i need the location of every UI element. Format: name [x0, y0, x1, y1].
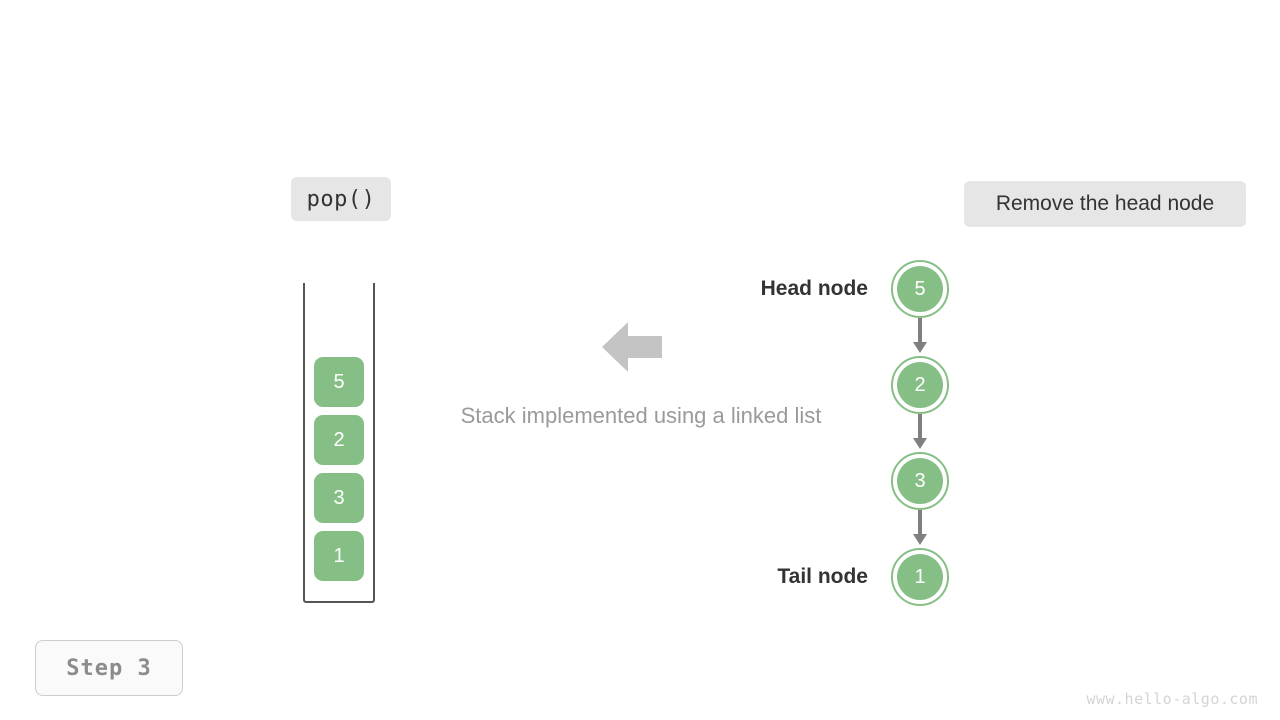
linked-list-node: 1	[891, 548, 949, 606]
linked-list-diagram: 5 2 3 1	[888, 257, 952, 609]
connector-line	[918, 318, 922, 342]
connector-arrowhead-icon	[913, 342, 927, 353]
action-badge-label: Remove the head node	[995, 192, 1215, 215]
stack-cell: 2	[314, 415, 364, 465]
left-arrow-icon	[602, 322, 662, 372]
linked-list-node-value: 5	[897, 266, 943, 312]
stack-cell: 5	[314, 357, 364, 407]
linked-list-node-value: 1	[897, 554, 943, 600]
tail-node-label: Tail node	[777, 565, 868, 588]
linked-list-node: 2	[891, 356, 949, 414]
caption-text: Stack implemented using a linked list	[460, 403, 822, 428]
connector-line	[918, 414, 922, 438]
linked-list-node-value: 2	[897, 362, 943, 408]
operation-badge-label: pop()	[306, 186, 376, 212]
linked-list-connector	[913, 414, 927, 449]
step-badge: Step 3	[35, 640, 183, 696]
stack-cell: 1	[314, 531, 364, 581]
connector-arrowhead-icon	[913, 534, 927, 545]
linked-list-connector	[913, 318, 927, 353]
caption: Stack implemented using a linked list	[0, 403, 1280, 429]
stack-container	[303, 283, 375, 603]
operation-badge: pop()	[291, 177, 391, 221]
head-node-label: Head node	[760, 277, 868, 300]
connector-line	[918, 510, 922, 534]
linked-list-node-value: 3	[897, 458, 943, 504]
linked-list-node: 3	[891, 452, 949, 510]
stack-diagram: 5 2 3 1	[303, 283, 375, 603]
linked-list-connector	[913, 510, 927, 545]
action-badge: Remove the head node	[964, 181, 1246, 227]
stack-cell: 3	[314, 473, 364, 523]
step-badge-label: Step 3	[66, 655, 152, 681]
linked-list-node: 5	[891, 260, 949, 318]
connector-arrowhead-icon	[913, 438, 927, 449]
watermark: www.hello-algo.com	[1086, 690, 1258, 708]
